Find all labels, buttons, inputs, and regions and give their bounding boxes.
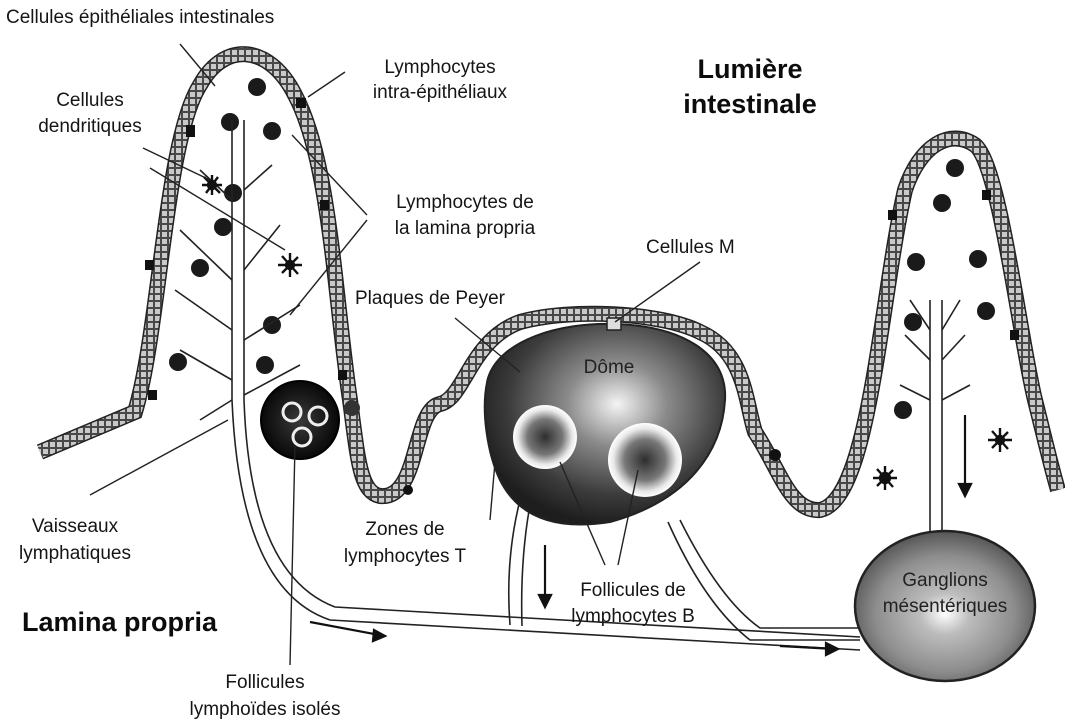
region-lamina-propria: Lamina propria (22, 607, 217, 637)
label-lamina-propria-lymphocytes-2: la lamina propria (370, 217, 560, 241)
label-mesenteric-nodes-2: mésentériques (870, 595, 1020, 619)
label-intraepithelial-lymphocytes-2: intra-épithéliaux (350, 81, 530, 105)
label-lymphatic-vessels-1: Vaisseaux (10, 515, 140, 539)
label-peyer-patches: Plaques de Peyer (355, 287, 505, 311)
label-mesenteric-nodes-1: Ganglions (870, 569, 1020, 593)
b-follicle-right (608, 423, 682, 497)
label-epithelial-cells: Cellules épithéliales intestinales (6, 6, 274, 30)
label-intraepithelial-lymphocytes-1: Lymphocytes (350, 56, 530, 80)
label-dendritic-cells-1: Cellules (20, 89, 160, 113)
label-t-zones-2: lymphocytes T (320, 545, 490, 569)
region-lumen-2: intestinale (660, 89, 840, 119)
label-lymphatic-vessels-2: lymphatiques (10, 542, 140, 566)
label-lamina-propria-lymphocytes-1: Lymphocytes de (370, 191, 560, 215)
label-b-follicles-1: Follicules de (548, 579, 718, 603)
label-isolated-follicles-1: Follicules (180, 671, 350, 695)
label-b-follicles-2: lymphocytes B (548, 605, 718, 629)
b-follicle-left (513, 405, 577, 469)
label-m-cells: Cellules M (646, 236, 735, 260)
label-dendritic-cells-2: dendritiques (20, 115, 160, 139)
label-t-zones-1: Zones de (330, 518, 480, 542)
label-dome: Dôme (574, 356, 644, 380)
label-isolated-follicles-2: lymphoïdes isolés (165, 698, 365, 722)
region-lumen-1: Lumière (660, 54, 840, 84)
